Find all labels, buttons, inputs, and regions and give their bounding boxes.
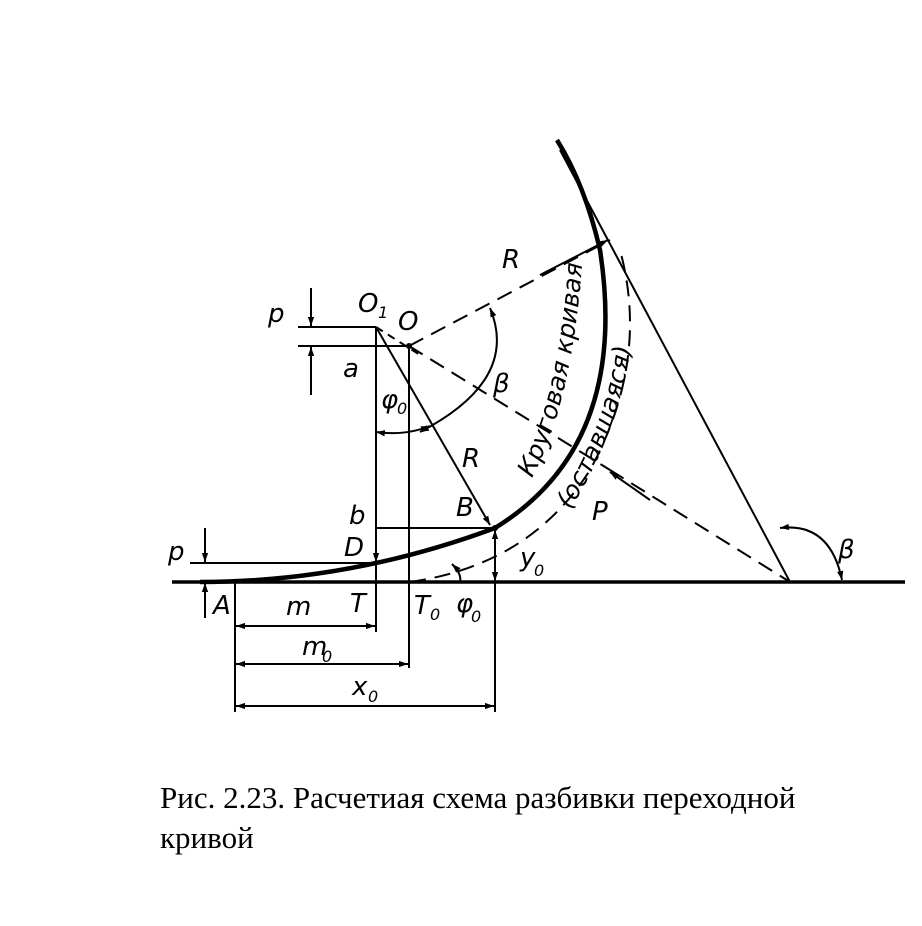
point-b	[492, 525, 498, 531]
caption-line-2: кривой	[160, 820, 254, 855]
tangent-line	[559, 149, 791, 583]
label-m0: m	[302, 632, 327, 662]
shifted-curve-dashed	[409, 249, 631, 583]
label-phi0-upper: φ	[381, 385, 398, 415]
label-t: T	[350, 589, 368, 619]
figure-caption: Рис. 2.23. Расчетиая схема разбивки пере…	[160, 778, 910, 858]
label-o1-sub: 1	[378, 303, 388, 322]
caption-line-1: Рис. 2.23. Расчетиая схема разбивки пере…	[160, 780, 796, 815]
label-p-upper: p	[267, 299, 285, 329]
label-r-upper: R	[502, 245, 520, 275]
point-o	[406, 343, 412, 349]
label-phi0-lower-sub: 0	[471, 607, 481, 626]
beta-inner-arc	[419, 307, 498, 433]
label-beta-outer: β	[837, 535, 855, 565]
label-x0: x	[351, 672, 368, 702]
label-y0: y	[519, 543, 536, 573]
label-r-lower: R	[462, 444, 480, 474]
label-d: D	[344, 533, 364, 563]
label-a-point: A	[211, 591, 231, 621]
label-b-small: b	[349, 501, 366, 531]
label-o1: O	[358, 289, 378, 319]
label-phi0-lower: φ	[456, 589, 473, 619]
label-b-point: B	[456, 493, 474, 523]
radius-arrow-upper	[539, 239, 609, 276]
label-p-right: P	[592, 497, 608, 527]
beta-outer-arc	[779, 523, 844, 581]
radius-dashed-horizontal	[609, 469, 791, 583]
label-t0: T	[414, 591, 432, 621]
label-p-lower: p	[167, 537, 185, 567]
label-x0-sub: 0	[368, 687, 378, 706]
dashed-o1-to-o	[375, 326, 421, 356]
label-a-lower: a	[343, 354, 359, 384]
label-phi0-upper-sub: 0	[397, 399, 407, 418]
phi0-lower-arc	[451, 563, 462, 583]
label-beta-inner: β	[492, 369, 510, 399]
label-t0-sub: 0	[430, 605, 440, 624]
label-y0-sub: 0	[534, 561, 544, 580]
transition-curve	[199, 138, 608, 585]
label-m0-sub: 0	[322, 647, 332, 666]
label-m: m	[286, 592, 311, 622]
radius-arrow-right-p	[609, 471, 651, 501]
label-o: O	[398, 307, 418, 337]
